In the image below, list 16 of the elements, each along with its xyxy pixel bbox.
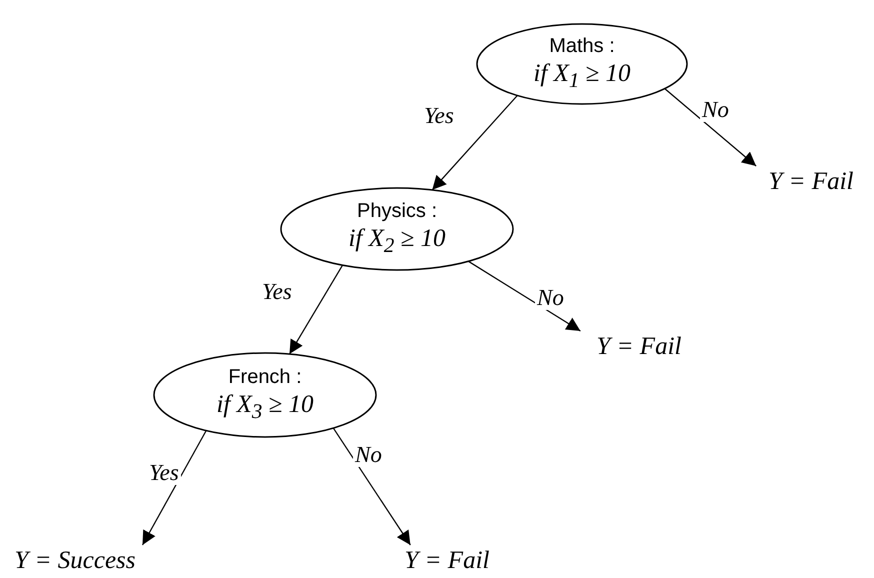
condition-text: if X$_{3}$ ≥ 10 (216, 390, 314, 425)
arrow (664, 88, 756, 166)
node-title: Physics : (356, 199, 438, 224)
outcome-text: Y = Fail (596, 332, 682, 362)
node-title: French : (228, 365, 302, 390)
condition-text: if X$_{2}$ ≥ 10 (348, 224, 446, 259)
outcome-text: Y = Fail (404, 546, 490, 576)
outcome-text: Y = Success (14, 546, 136, 576)
condition-text: if X$_{1}$ ≥ 10 (533, 59, 631, 94)
arrow (142, 430, 207, 546)
arrow (432, 95, 518, 190)
arrow (468, 260, 581, 332)
node-title: Maths : (549, 34, 615, 59)
arrow (288, 264, 344, 354)
outcome-text: Y = Fail (768, 167, 854, 197)
arrow (332, 428, 411, 546)
